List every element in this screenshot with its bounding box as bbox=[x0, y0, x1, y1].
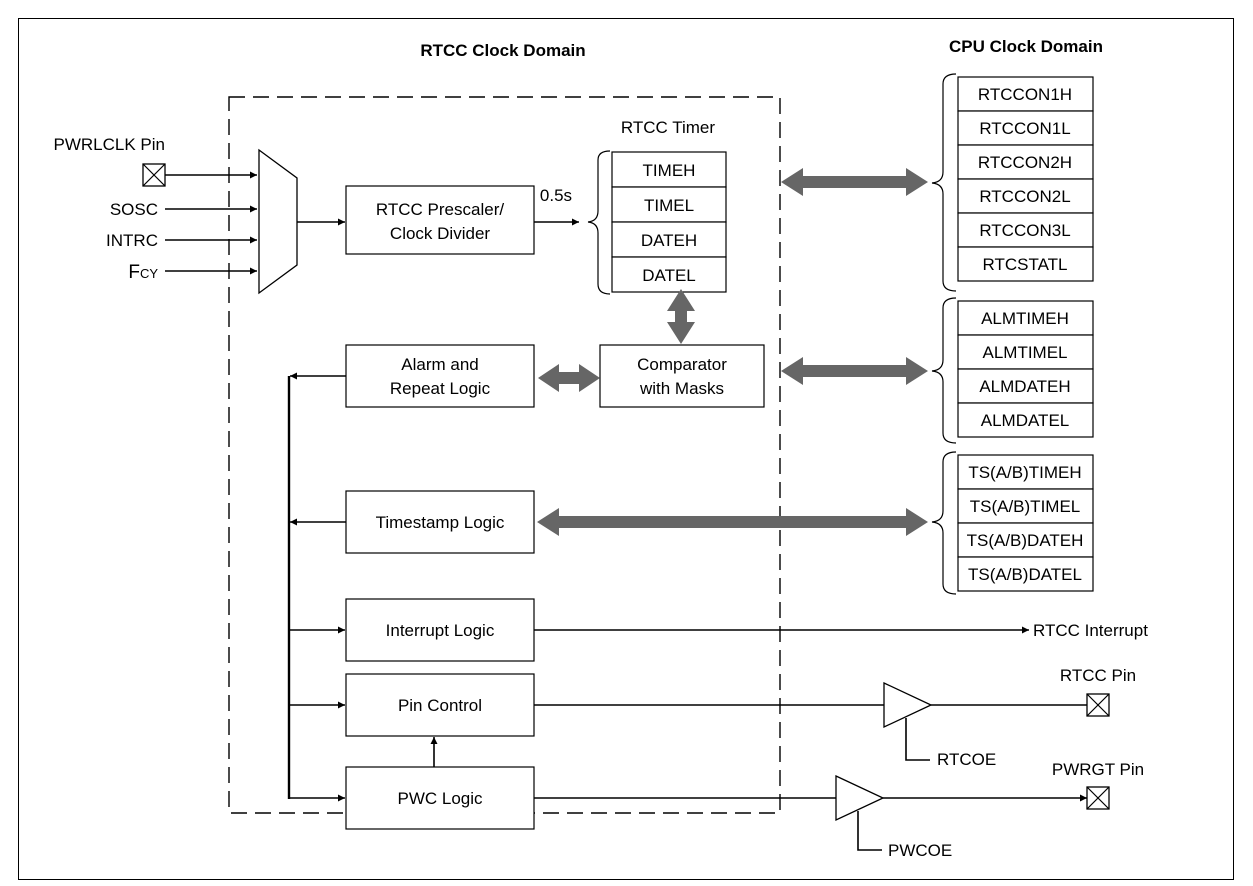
register-label: TS(A/B)TIMEL bbox=[970, 497, 1081, 516]
timestamp-bus-arrow bbox=[537, 508, 928, 536]
register-label: RTCCON1H bbox=[978, 85, 1072, 104]
prescaler-label-line1: RTCC Prescaler/ bbox=[376, 200, 504, 219]
rtcc-interrupt-label: RTCC Interrupt bbox=[1033, 621, 1148, 640]
alarm-label-line2: Repeat Logic bbox=[390, 379, 491, 398]
prescaler-label-line2: Clock Divider bbox=[390, 224, 490, 243]
sosc-label: SOSC bbox=[110, 200, 158, 219]
register-datel bbox=[611, 256, 727, 293]
register-almdatel bbox=[957, 402, 1094, 438]
intrc-label: INTRC bbox=[106, 231, 158, 250]
control-registers-brace bbox=[931, 73, 957, 292]
register-rtccon3l bbox=[957, 212, 1094, 248]
register-label: TIMEL bbox=[644, 196, 694, 215]
register-label: ALMDATEH bbox=[979, 377, 1070, 396]
rtcc-pin-label: RTCC Pin bbox=[1060, 666, 1136, 685]
prescaler-block bbox=[345, 185, 535, 255]
register-label: TS(A/B)TIMEH bbox=[968, 463, 1081, 482]
register-rtcstatl bbox=[957, 246, 1094, 282]
pwrgt-output-buffer bbox=[835, 774, 885, 822]
interrupt-block bbox=[345, 598, 535, 662]
pwc-logic-block bbox=[345, 766, 535, 830]
register-label: TIMEH bbox=[643, 161, 696, 180]
pwrgt-pin-label: PWRGT Pin bbox=[1052, 760, 1144, 779]
register-label: DATEH bbox=[641, 231, 697, 250]
register-almdateh bbox=[957, 368, 1094, 404]
register-label: RTCCON2H bbox=[978, 153, 1072, 172]
pwc-logic-label: PWC Logic bbox=[397, 789, 483, 808]
alarm-label-line1: Alarm and bbox=[401, 355, 478, 374]
register-ts-dateh bbox=[957, 522, 1094, 558]
clock-mux bbox=[258, 148, 298, 295]
timer-rate-label: 0.5s bbox=[540, 186, 572, 205]
register-ts-datel bbox=[957, 556, 1094, 592]
rtcc-output-buffer bbox=[883, 681, 933, 729]
alarm-comparator-bus-arrow bbox=[538, 364, 600, 392]
timestamp-registers: TS(A/B)TIMEH TS(A/B)TIMEL TS(A/B)DATEH T… bbox=[957, 454, 1094, 592]
rtcc-domain-header: RTCC Clock Domain bbox=[420, 41, 585, 60]
pin-control-label: Pin Control bbox=[398, 696, 482, 715]
timer-control-bus-arrow bbox=[781, 168, 928, 196]
register-label: RTCCON2L bbox=[979, 187, 1070, 206]
register-label: TS(A/B)DATEH bbox=[967, 531, 1084, 550]
register-rtccon1l bbox=[957, 110, 1094, 146]
rtcoe-label: RTCOE bbox=[937, 750, 996, 769]
comparator-block bbox=[599, 344, 765, 408]
comparator-label-line1: Comparator bbox=[637, 355, 727, 374]
register-rtccon2l bbox=[957, 178, 1094, 214]
cpu-domain-header: CPU Clock Domain bbox=[949, 37, 1103, 56]
alarm-registers: ALMTIMEH ALMTIMEL ALMDATEH ALMDATEL bbox=[957, 300, 1094, 438]
register-label: RTCSTATL bbox=[982, 255, 1067, 274]
fcy-label: FCY bbox=[128, 262, 158, 283]
comparator-label-line2: with Masks bbox=[639, 379, 724, 398]
register-ts-timeh bbox=[957, 454, 1094, 490]
register-label: ALMDATEL bbox=[981, 411, 1070, 430]
rtcoe-enable-wire bbox=[905, 718, 930, 761]
register-label: DATEL bbox=[642, 266, 696, 285]
rtcc-pin-icon bbox=[1086, 693, 1110, 717]
comparator-alarm-bus-arrow bbox=[781, 357, 928, 385]
rtcc-timer-brace bbox=[587, 150, 611, 295]
alarm-registers-brace bbox=[931, 297, 957, 444]
pwcoe-enable-wire bbox=[857, 811, 882, 851]
register-rtccon1h bbox=[957, 76, 1094, 112]
timestamp-registers-brace bbox=[931, 451, 957, 595]
pwcoe-label: PWCOE bbox=[888, 841, 952, 860]
register-rtccon2h bbox=[957, 144, 1094, 180]
control-registers: RTCCON1H RTCCON1L RTCCON2H RTCCON2L RTCC… bbox=[957, 76, 1094, 282]
alarm-repeat-block bbox=[345, 344, 535, 408]
register-ts-timel bbox=[957, 488, 1094, 524]
register-almtimel bbox=[957, 334, 1094, 370]
diagram-frame bbox=[18, 18, 1234, 880]
pwrlclk-pin-icon bbox=[142, 163, 166, 187]
register-label: TS(A/B)DATEL bbox=[968, 565, 1082, 584]
rtcc-timer-title: RTCC Timer bbox=[621, 118, 715, 137]
register-label: RTCCON1L bbox=[979, 119, 1070, 138]
timer-comparator-bus-arrow bbox=[667, 289, 695, 344]
timestamp-block bbox=[345, 490, 535, 554]
register-label: ALMTIMEH bbox=[981, 309, 1069, 328]
timestamp-label: Timestamp Logic bbox=[376, 513, 505, 532]
pwrgt-pin-icon bbox=[1086, 786, 1110, 810]
register-label: RTCCON3L bbox=[979, 221, 1070, 240]
interrupt-label: Interrupt Logic bbox=[386, 621, 495, 640]
rtcc-timer-registers: TIMEH TIMEL DATEH DATEL bbox=[611, 151, 727, 293]
pwrlclk-pin-label: PWRLCLK Pin bbox=[54, 135, 165, 154]
register-label: ALMTIMEL bbox=[982, 343, 1067, 362]
pin-control-block bbox=[345, 673, 535, 737]
